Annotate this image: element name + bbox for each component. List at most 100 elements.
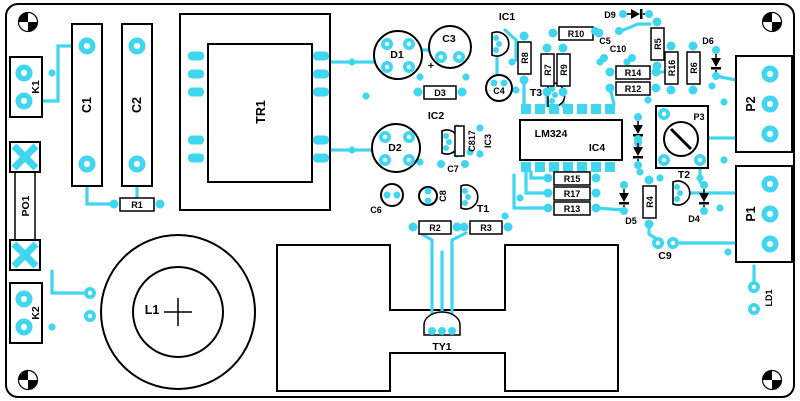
component-k2: K2 — [9, 282, 43, 344]
r6-label: R6 — [689, 62, 699, 74]
r15-label: R15 — [564, 174, 581, 184]
component-ic1: IC1 — [491, 11, 516, 57]
c7-label: C7 — [447, 164, 459, 174]
ic1-label: IC1 — [499, 11, 516, 23]
component-p1: P1 — [735, 165, 793, 263]
d2-label: D2 — [388, 142, 402, 154]
pad — [15, 318, 33, 336]
component-r2: R2 — [408, 220, 462, 235]
component-r6: R6 — [686, 41, 701, 95]
component-c817: C817 — [454, 125, 477, 157]
component-c8: C8 — [418, 186, 448, 206]
r17-label: R17 — [564, 189, 581, 199]
component-c4: C4 — [485, 74, 513, 102]
component-c1: C1 — [71, 23, 103, 187]
c1-label: C1 — [80, 97, 94, 113]
c4-label: C4 — [493, 86, 505, 96]
component-r3: R3 — [459, 220, 513, 235]
component-ty1: TY1 — [423, 311, 461, 353]
component-p2: P2 — [735, 55, 793, 153]
p1-label: P1 — [744, 206, 758, 221]
t1-label: T1 — [477, 203, 489, 215]
component-p3: P3 — [655, 105, 709, 169]
p2-label: P2 — [744, 96, 758, 111]
component-ic3: IC3 — [483, 134, 493, 148]
component-t3: T3 — [530, 82, 566, 108]
c10-label: C10 — [610, 44, 627, 54]
component-r17: R17 — [543, 186, 601, 201]
component-t1: T1 — [460, 184, 489, 215]
c5-label: C5 — [599, 36, 611, 46]
component-r9: R9 — [556, 43, 571, 97]
component-r12: R12 — [605, 81, 661, 96]
d1-label: D1 — [390, 49, 404, 61]
t3-label: T3 — [530, 87, 542, 99]
ic2-label: IC2 — [428, 110, 445, 122]
component-c9: C9 — [652, 237, 679, 262]
d9-label: D9 — [604, 10, 616, 20]
r9-label: R9 — [559, 64, 569, 76]
component-ld1: LD1 — [748, 281, 774, 315]
pad — [15, 290, 33, 308]
c3-polarity-mark: + — [428, 60, 434, 72]
ic3-label: IC3 — [483, 134, 493, 148]
component-r16: R16 — [664, 41, 679, 95]
r7-label: R7 — [543, 64, 553, 76]
ic4-label: IC4 — [589, 142, 606, 154]
component-l1: L1 — [84, 234, 256, 390]
r3-label: R3 — [480, 223, 492, 233]
l1-label: L1 — [145, 303, 160, 317]
fiducial-icon — [17, 369, 39, 391]
component-r4: R4 — [642, 175, 657, 229]
pad — [15, 64, 33, 82]
component-t2: T2 — [672, 169, 691, 206]
r12-label: R12 — [625, 84, 642, 94]
component-d1: D1 — [373, 30, 423, 80]
c6-label: C6 — [370, 205, 382, 215]
component-c5: C5 — [591, 27, 623, 46]
component-r8: R8 — [517, 31, 532, 85]
component-k1: K1 — [9, 56, 43, 118]
p3-label: P3 — [693, 112, 704, 122]
to92-package-icon — [460, 184, 479, 210]
d5-label: D5 — [625, 216, 637, 226]
component-d9: D9 — [604, 8, 654, 20]
k1-label: K1 — [30, 80, 42, 94]
component-ic4: LM324 IC4 — [519, 104, 623, 172]
component-c6: C6 — [370, 183, 404, 215]
component-c10: C10 — [600, 44, 636, 62]
r8-label: R8 — [520, 52, 530, 64]
component-ic2: IC2 — [428, 110, 460, 155]
r4-label: R4 — [645, 196, 655, 208]
lm324-label: LM324 — [535, 128, 568, 140]
pad — [15, 92, 33, 110]
c3-label: C3 — [442, 33, 456, 45]
r13-label: R13 — [564, 204, 581, 214]
d4-label: D4 — [688, 214, 700, 224]
component-d4: D4 — [688, 180, 710, 224]
component-d5: D5 — [618, 180, 637, 226]
d6-label: D6 — [702, 36, 714, 46]
k2-label: K2 — [30, 306, 42, 320]
component-c2: C2 — [121, 23, 153, 187]
r16-label: R16 — [667, 60, 677, 77]
c8-label: C8 — [438, 190, 448, 202]
component-d3: D3 — [413, 85, 467, 100]
to92-package-icon — [672, 180, 691, 206]
r1-label: R1 — [131, 200, 143, 210]
c9-label: C9 — [658, 250, 672, 262]
component-d2: D2 — [371, 123, 421, 173]
tr1-label: TR1 — [254, 100, 268, 124]
c2-label: C2 — [130, 97, 144, 113]
component-r5: R5 — [650, 17, 665, 71]
fiducial-icon — [761, 369, 783, 391]
r5-label: R5 — [653, 38, 663, 50]
component-r1: R1 — [109, 197, 165, 212]
ld1-label: LD1 — [764, 289, 774, 306]
component-r7: R7 — [540, 43, 555, 97]
component-r14: R14 — [605, 65, 661, 80]
component-r13: R13 — [543, 201, 601, 216]
fiducial-icon — [761, 11, 783, 33]
